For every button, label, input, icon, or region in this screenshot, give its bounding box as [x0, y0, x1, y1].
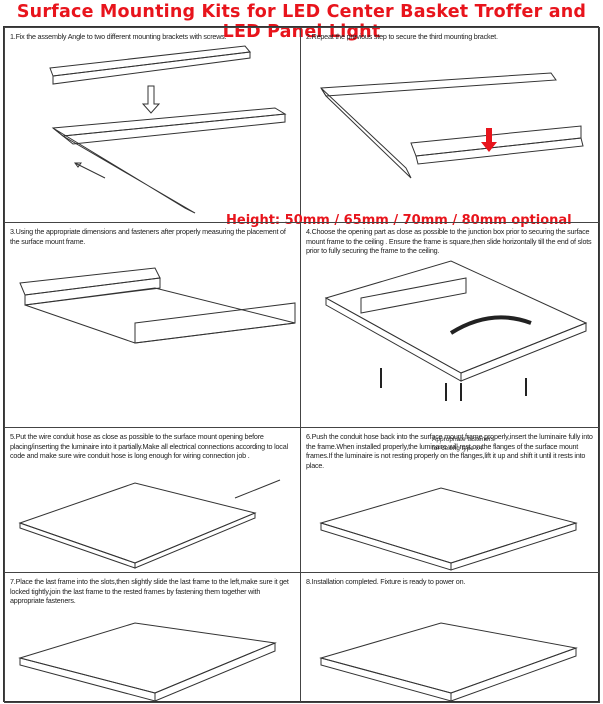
- step-8-text: 8.Installation completed. Fixture is rea…: [306, 577, 466, 586]
- step-7: 7.Place the last frame into the slots,th…: [4, 572, 301, 703]
- step-5: 5.Put the wire conduit hose as close as …: [4, 427, 301, 573]
- step-8: 8.Installation completed. Fixture is rea…: [300, 572, 600, 703]
- fasteners-label-line-2: for ceiling type x4: [432, 445, 483, 452]
- step-1-text: 1.Fix the assembly Angle to two differen…: [10, 32, 227, 41]
- step-6-text: 6.Push the conduit hose back into the su…: [306, 432, 593, 470]
- step-8-illustration: [319, 622, 578, 702]
- step-2: 2.Repeat the previous step to secure the…: [300, 27, 600, 223]
- step-3-text: 3.Using the appropriate dimensions and f…: [10, 227, 286, 246]
- step-7-text: 7.Place the last frame into the slots,th…: [10, 577, 289, 605]
- fasteners-label: Appropriate fasteners for ceiling type x4: [432, 435, 494, 453]
- conduit-hose: [449, 315, 532, 335]
- step-7-illustration: [18, 622, 277, 702]
- step-3: 3.Using the appropriate dimensions and f…: [4, 222, 301, 428]
- step-6-illustration: [319, 487, 578, 571]
- height-options-note: Height: 50mm / 65mm / 70mm / 80mm option…: [226, 213, 572, 228]
- step-5-illustration: [18, 479, 281, 569]
- step-1: 1.Fix the assembly Angle to two differen…: [4, 27, 301, 223]
- step-2-text: 2.Repeat the previous step to secure the…: [306, 32, 498, 41]
- step-5-text: 5.Put the wire conduit hose as close as …: [10, 432, 288, 460]
- step-3-illustration: [19, 267, 296, 344]
- fasteners-label-line-1: Appropriate fasteners: [432, 436, 495, 443]
- instruction-grid: 1.Fix the assembly Angle to two differen…: [3, 26, 600, 703]
- step-2-illustration: [320, 72, 584, 179]
- step-1-illustration: [49, 45, 287, 214]
- step-4-illustration: [324, 260, 588, 401]
- step-4: 4.Choose the opening part as close as po…: [300, 222, 600, 428]
- step-4-text: 4.Choose the opening part as close as po…: [306, 227, 592, 255]
- step-6: 6.Push the conduit hose back into the su…: [300, 427, 600, 573]
- down-arrow-icon: [481, 128, 497, 152]
